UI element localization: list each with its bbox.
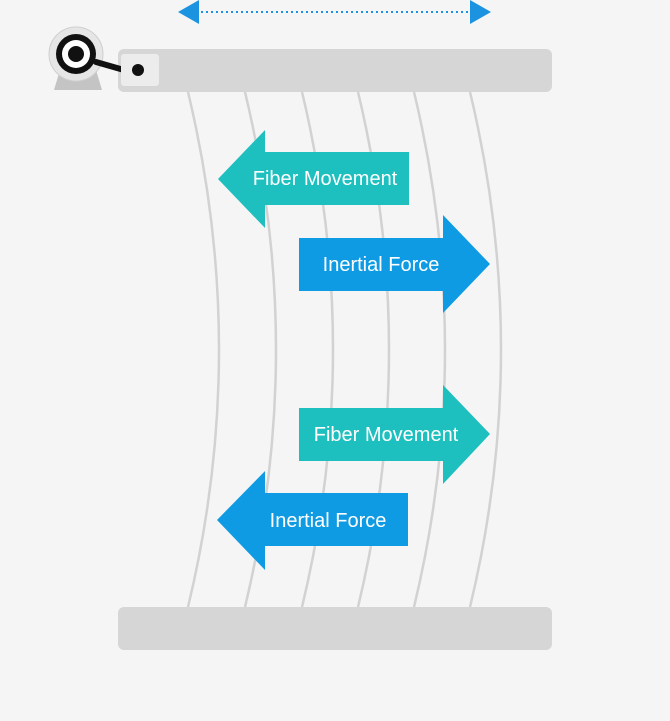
fiber-5	[412, 91, 447, 608]
fiber-movement-label-bottom: Fiber Movement	[314, 424, 459, 446]
inertial-force-arrow-bottom-shape	[217, 471, 408, 570]
roller-assembly	[48, 26, 159, 90]
fiber-1	[186, 91, 221, 608]
fiber-movement-arrow-bottom: Fiber Movement	[299, 385, 490, 484]
fiber-movement-label-top: Fiber Movement	[253, 168, 398, 190]
oscillation-indicator	[178, 0, 491, 24]
inertial-force-arrow-top: Inertial Force	[299, 215, 490, 313]
fiber-movement-arrow-top: Fiber Movement	[218, 130, 409, 228]
inertial-force-label-bottom: Inertial Force	[270, 510, 387, 532]
top-bar	[118, 49, 552, 92]
oscillation-right-arrowhead	[470, 0, 491, 24]
crank-arm	[93, 59, 127, 73]
inertial-force-arrow-bottom: Inertial Force	[217, 471, 408, 570]
fiber-movement-arrow-bottom-shape	[299, 385, 490, 484]
inertial-force-arrow-top-shape	[299, 215, 490, 313]
inertial-force-label-top: Inertial Force	[323, 254, 440, 276]
bottom-bar	[118, 607, 552, 650]
oscillation-left-arrowhead	[178, 0, 199, 24]
fiber-6	[468, 91, 503, 608]
fiber-movement-arrow-top-shape	[218, 130, 409, 228]
crank-pin	[132, 64, 144, 76]
roller-center	[68, 46, 84, 62]
